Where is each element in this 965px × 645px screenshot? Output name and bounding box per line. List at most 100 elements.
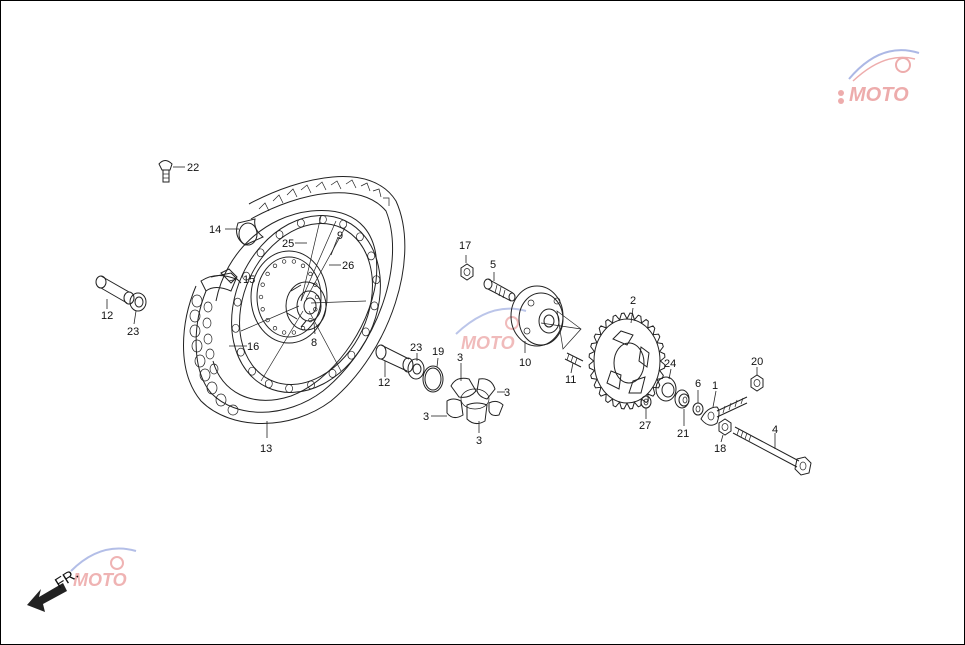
o-ring-part-19: [422, 365, 444, 393]
spacer-part-12-left: [95, 275, 135, 305]
label-part-17: 17: [459, 240, 471, 252]
svg-text:MOTO: MOTO: [73, 570, 127, 590]
bolt-part-5: [483, 278, 516, 302]
label-part-13: 13: [260, 443, 272, 455]
watermark-logo-center: MOTO: [455, 307, 527, 353]
axle-part-4: [732, 426, 812, 476]
spoke-nipple: [285, 384, 293, 393]
tire-part-13: [183, 176, 406, 424]
disc-hole: [281, 259, 287, 264]
bearing-part-23-right: [407, 358, 425, 380]
spoke-nipple: [275, 230, 284, 239]
label-part-3-bottom: 3: [476, 435, 482, 447]
rim-tape-part-16: [200, 272, 242, 292]
disc-hole: [272, 326, 278, 331]
label-part-20: 20: [751, 356, 763, 368]
label-part-19: 19: [432, 346, 444, 358]
spoke-nipple: [297, 218, 305, 228]
disc-hole: [258, 294, 264, 300]
bearing-part-23-left: [129, 292, 147, 312]
label-part-22: 22: [187, 162, 199, 174]
spoke-nipple: [233, 297, 242, 307]
disc-hole: [300, 263, 306, 268]
disc-hole: [281, 330, 287, 335]
label-part-12-left: 12: [101, 310, 113, 322]
label-part-10: 10: [519, 357, 531, 369]
nut-part-18: [718, 418, 732, 436]
nut-part-17: [460, 263, 474, 281]
spoke-nipple: [248, 366, 256, 376]
svg-text:MOTO: MOTO: [461, 333, 515, 353]
spoke-nipple: [328, 369, 337, 378]
label-part-14: 14: [209, 224, 221, 236]
collar-part-21: [674, 389, 690, 409]
disc-hole: [313, 282, 318, 287]
valve-part-15: [220, 268, 238, 284]
sprocket-flange-part-10: [510, 285, 582, 350]
spoke-nipple: [372, 275, 381, 285]
disc-hole: [272, 263, 278, 268]
label-part-26: 26: [342, 260, 354, 272]
spoke-nipple: [319, 215, 327, 224]
disc-hole: [313, 307, 318, 312]
svg-text:MOTO: MOTO: [849, 84, 909, 106]
label-part-11: 11: [565, 374, 576, 386]
rim-part-13: [231, 215, 381, 393]
spoke-nipple: [242, 271, 251, 281]
disc-hole: [265, 317, 270, 323]
label-part-23-left: 23: [127, 326, 139, 338]
label-part-8: 8: [311, 337, 317, 349]
sprocket-part-2: [588, 312, 666, 410]
valve-cap-part-22: [158, 160, 173, 183]
inner-tube-part-14: [236, 218, 264, 246]
spokes: [240, 215, 367, 382]
spoke-nipple: [231, 323, 240, 333]
front-direction-arrow: [27, 583, 67, 612]
stud-part-11: [564, 352, 584, 368]
spacer-part-12-right: [375, 344, 414, 373]
spoke-nipple: [264, 379, 273, 389]
spoke-nipple: [347, 350, 356, 360]
label-part-6: 6: [695, 378, 701, 390]
label-part-21: 21: [677, 428, 689, 440]
label-part-18: 18: [714, 443, 726, 455]
label-part-16: 16: [247, 341, 259, 353]
label-part-1: 1: [712, 380, 718, 392]
disc-hole: [291, 330, 297, 335]
washer-part-6: [692, 402, 704, 416]
spoke-nipple: [339, 219, 348, 229]
label-part-23-right: 23: [410, 342, 422, 354]
label-part-5: 5: [490, 259, 496, 271]
disc-hole: [265, 271, 270, 277]
label-part-12-right: 12: [378, 377, 390, 389]
chain-adjuster-part-1: [700, 396, 748, 426]
watermark-logo-top-right: MOTO: [838, 49, 920, 106]
label-part-24: 24: [664, 358, 676, 370]
brake-disc-hub-part-8: [250, 250, 328, 344]
bearing-part-24: [655, 376, 677, 402]
label-part-4: 4: [772, 424, 778, 436]
label-part-3-top: 3: [457, 352, 463, 364]
leader-lines: [106, 166, 776, 449]
part-labels: 22 14 25 9 26 15 16 8 13 12 23 17 5 12 2…: [101, 162, 778, 455]
disc-hole: [260, 282, 265, 287]
label-part-3-right: 3: [504, 387, 510, 399]
label-part-15: 15: [243, 274, 255, 286]
spoke-nipple: [236, 347, 245, 357]
spoke-nipple: [370, 301, 379, 311]
label-part-27: 27: [639, 420, 651, 432]
disc-hole: [291, 259, 297, 264]
nut-part-20: [750, 374, 764, 392]
damper-rubbers-part-3: [446, 377, 504, 425]
label-part-3-left: 3: [423, 411, 429, 423]
spoke-nipple: [367, 251, 376, 261]
spoke-nipple: [256, 248, 265, 258]
label-part-2: 2: [630, 295, 636, 307]
watermark-logo-bottom-left: MOTO: [70, 547, 137, 590]
disc-hole: [260, 307, 265, 312]
disc-hole: [308, 271, 313, 277]
label-part-25: 25: [282, 238, 294, 250]
spoke-nipple: [307, 380, 315, 390]
